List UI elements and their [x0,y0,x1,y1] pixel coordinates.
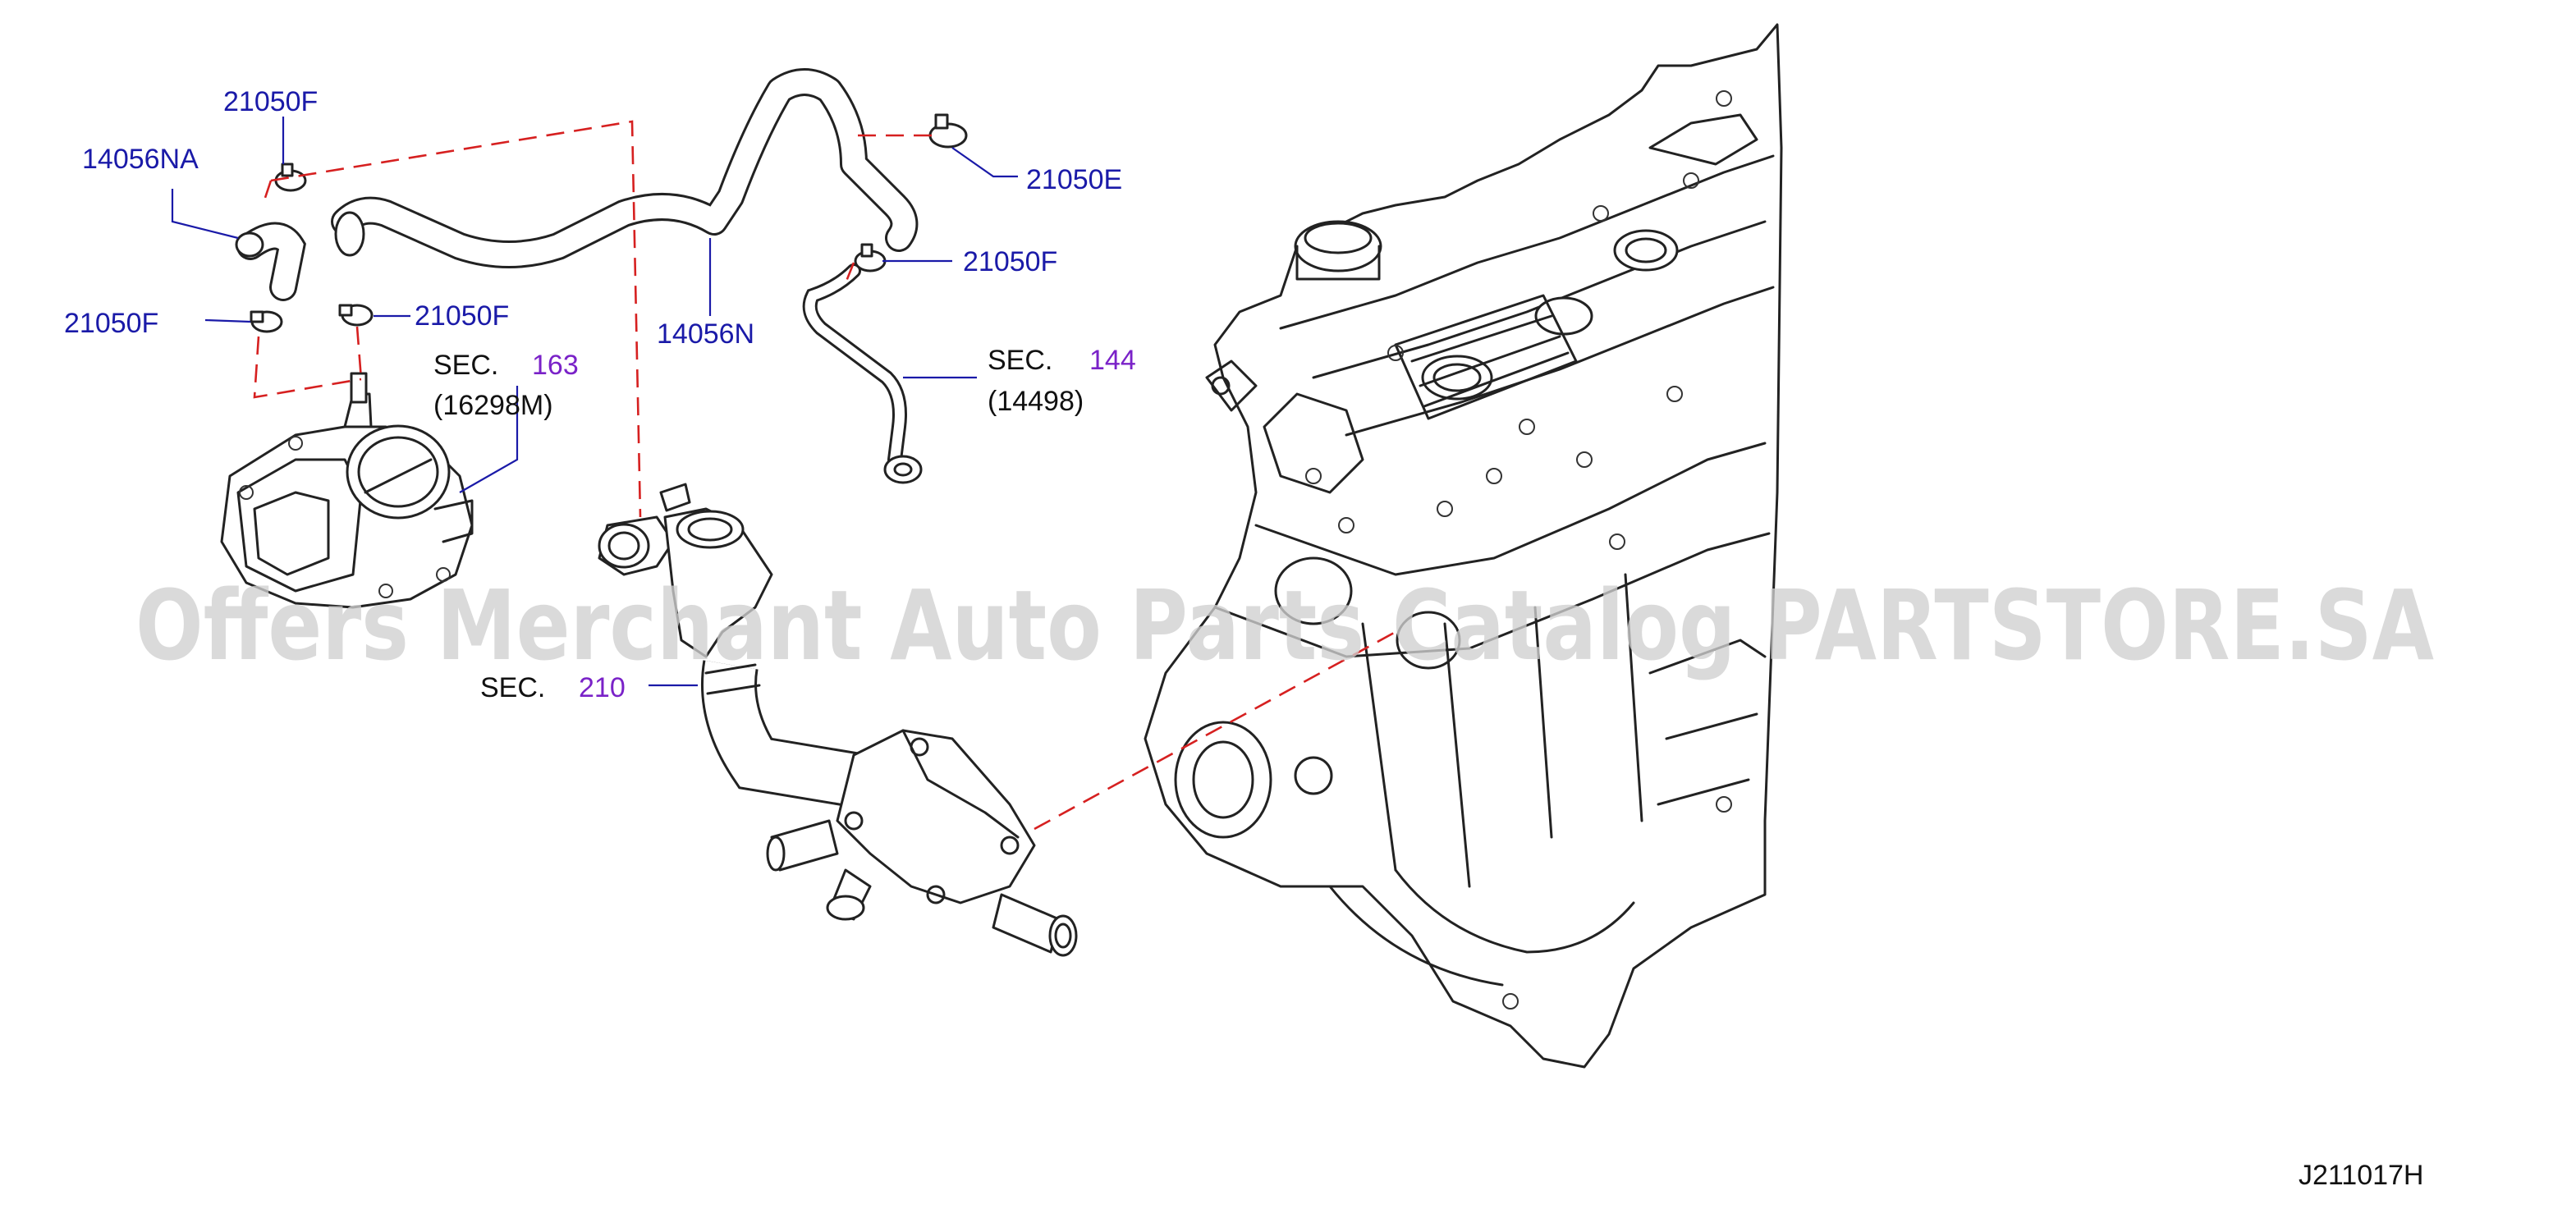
water-outlet-illustration [598,483,1078,957]
callout-21050f-right[interactable]: 21050F [963,246,1057,277]
sec-163-number[interactable]: 163 [532,350,579,381]
sec-163-part-number[interactable]: (16298M) [433,390,553,421]
clamp-21050f-right-icon [854,243,887,272]
watermark-text: Offers Merchant Auto Parts Catalog PARTS… [135,569,2434,682]
diagram-code: J211017H [2299,1160,2424,1191]
sec-144-number[interactable]: 144 [1089,345,1136,376]
clamp-21050f-top-icon [274,163,307,192]
sec-144-label: SEC. [988,345,1052,376]
hose-14498-illustration [802,263,923,484]
callout-21050f-left[interactable]: 21050F [64,308,158,339]
hose-14056n-illustration [331,68,919,268]
reference-dashed-lines [253,120,1396,831]
throttle-body-illustration [220,372,474,609]
engine-block-illustration [1144,23,1783,1069]
hose-clamps [250,113,968,333]
callout-14056n[interactable]: 14056N [657,318,754,350]
callout-21050e[interactable]: 21050E [1026,164,1122,195]
callout-21050f-mid[interactable]: 21050F [415,300,509,332]
sec-144-part-number[interactable]: (14498) [988,386,1084,417]
sec-210-label: SEC. [480,672,545,703]
callout-21050f-top[interactable]: 21050F [223,86,318,117]
sec-163-label: SEC. [433,350,498,381]
hose-14056na-illustration [235,222,306,301]
leader-lines [171,117,1018,687]
clamp-21050f-mid-icon [338,304,374,327]
sec-210-number[interactable]: 210 [579,672,626,703]
clamp-21050e-icon [928,113,968,149]
callout-14056na[interactable]: 14056NA [82,144,199,175]
clamp-21050f-left-icon [250,310,283,333]
